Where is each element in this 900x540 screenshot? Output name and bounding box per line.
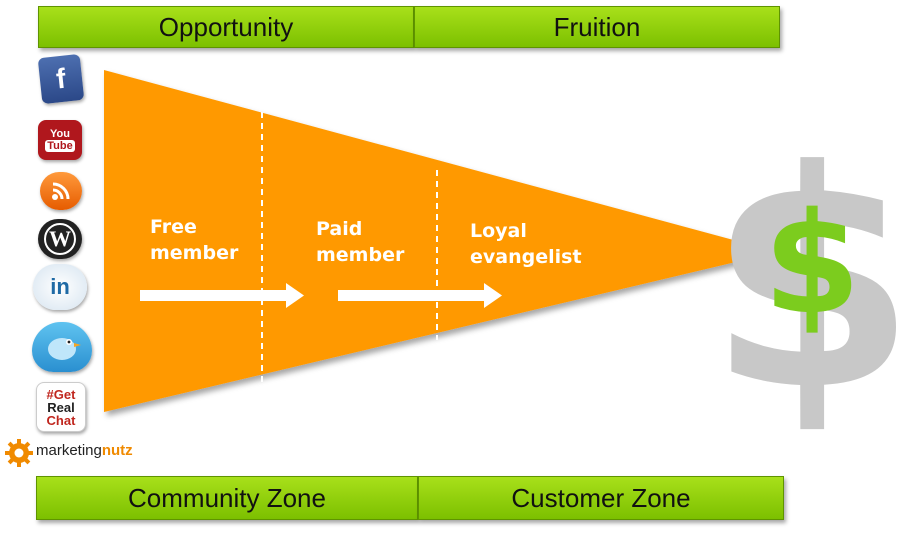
gear-logo-icon	[5, 439, 33, 467]
stage-free-line1: Free	[150, 216, 197, 238]
dollar-shadow: $	[708, 107, 900, 456]
community-zone-label: Community Zone	[128, 482, 326, 513]
dollar-green: $	[763, 183, 860, 346]
fruition-label: Fruition	[553, 11, 641, 42]
community-zone-bar: Community Zone	[36, 476, 418, 520]
stage-loyal-line2: evangelist	[470, 246, 582, 268]
twitter-bird-icon	[32, 322, 92, 372]
stage-paid-line1: Paid	[316, 218, 363, 240]
stage-free-member: Free member	[150, 214, 238, 266]
stage-paid-line2: member	[316, 244, 405, 266]
getrealchat-icon: #Get Real Chat	[36, 382, 86, 432]
funnel-shape	[104, 70, 778, 412]
customer-zone-bar: Customer Zone	[418, 476, 784, 520]
youtube-icon: You Tube	[38, 120, 82, 160]
customer-zone-label: Customer Zone	[511, 482, 691, 513]
opportunity-bar: Opportunity	[38, 6, 414, 48]
stage-paid-member: Paid member	[316, 216, 404, 268]
marketingnutz-logo: marketingnutz	[36, 442, 133, 459]
opportunity-label: Opportunity	[158, 11, 294, 42]
linkedin-icon: in	[33, 264, 87, 310]
stage-loyal-evangelist: Loyal evangelist	[470, 218, 582, 270]
stage-free-line2: member	[150, 242, 239, 264]
arrow-1	[140, 283, 304, 308]
arrow-2	[338, 283, 502, 308]
stage-loyal-line1: Loyal	[470, 220, 527, 242]
rss-icon	[40, 172, 82, 210]
facebook-icon: f	[37, 53, 85, 105]
fruition-bar: Fruition	[414, 6, 780, 48]
wordpress-icon: W	[38, 219, 82, 259]
